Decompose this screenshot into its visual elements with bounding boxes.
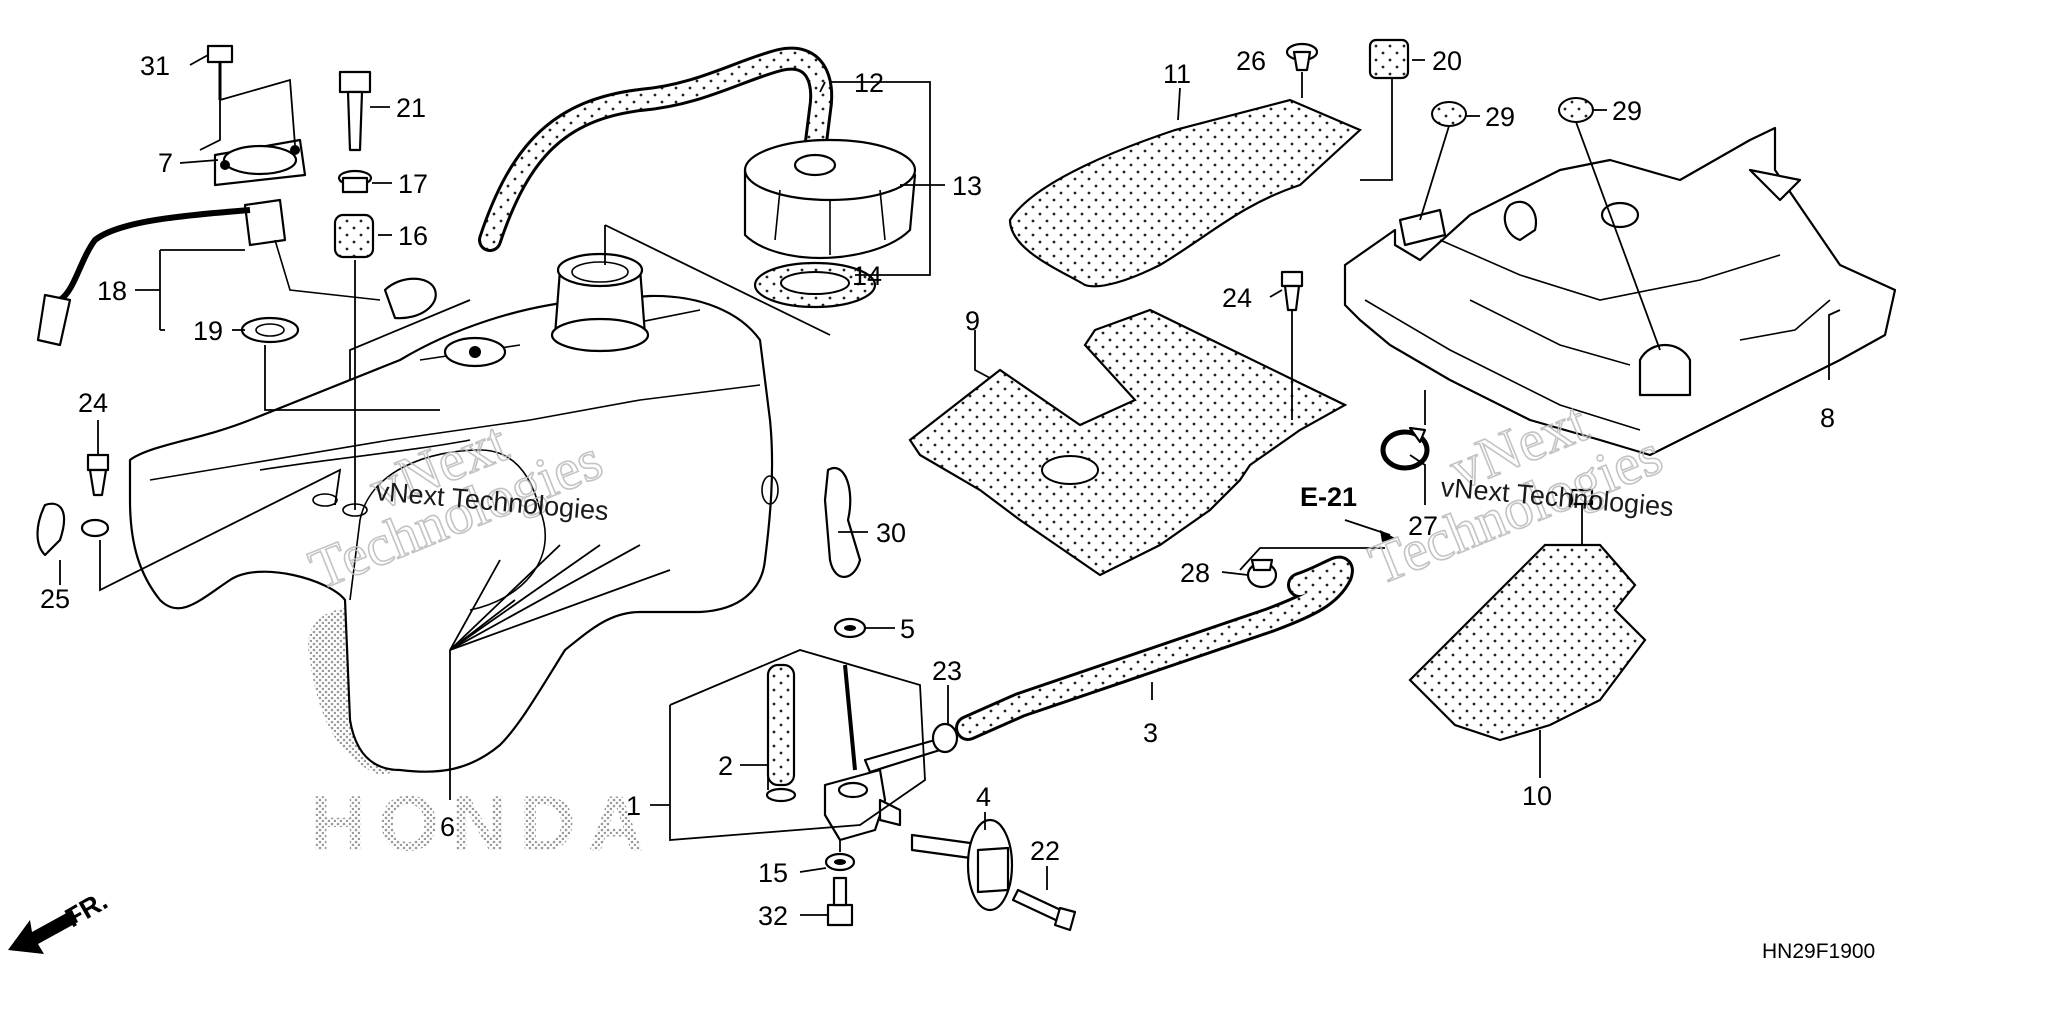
cap-29-right — [1558, 97, 1594, 123]
band-27 — [1380, 426, 1430, 471]
callout-26: 26 — [1236, 46, 1266, 76]
bolt-32 — [826, 876, 854, 927]
callout-31: 31 — [140, 51, 170, 81]
callout-13: 13 — [952, 171, 982, 201]
callout-24-left: 24 — [78, 388, 108, 418]
breather-hose — [478, 46, 834, 252]
callout-23: 23 — [932, 656, 962, 686]
clip-23 — [931, 722, 959, 754]
fuel-gauge-sender — [36, 138, 437, 347]
callout-4: 4 — [976, 782, 991, 812]
callout-25: 25 — [40, 584, 70, 614]
floor-step-8 — [1343, 126, 1897, 457]
callout-9: 9 — [965, 306, 980, 336]
bolt-21 — [338, 70, 372, 152]
callout-30: 30 — [876, 518, 906, 548]
callout-17: 17 — [398, 169, 428, 199]
reference-e21: E-21 — [1300, 482, 1357, 512]
callout-29-right: 29 — [1612, 96, 1642, 126]
washer-15 — [824, 852, 856, 872]
callout-32: 32 — [758, 901, 788, 931]
clip-30 — [823, 467, 862, 578]
callout-28: 28 — [1180, 558, 1210, 588]
callout-5: 5 — [900, 614, 915, 644]
fuel-cap — [743, 138, 917, 260]
callout-18: 18 — [97, 276, 127, 306]
rubber-20 — [1368, 38, 1410, 80]
clip-25 — [36, 502, 110, 557]
bolt-22 — [1011, 888, 1077, 932]
callout-21: 21 — [396, 93, 426, 123]
fuel-valve — [823, 664, 942, 842]
callout-22: 22 — [1030, 836, 1060, 866]
cap-26 — [1285, 42, 1319, 72]
honda-wordmark: HONDA — [310, 779, 656, 867]
cap-29-left — [1431, 101, 1467, 127]
callout-15: 15 — [758, 858, 788, 888]
floor-mat-11 — [1008, 98, 1362, 288]
callout-7: 7 — [158, 148, 173, 178]
callout-14: 14 — [852, 261, 882, 291]
cap-gasket — [753, 261, 877, 309]
fuel-hose — [955, 555, 1354, 741]
callout-labels: 31 7 21 17 16 18 19 24 25 12 13 14 6 30 … — [40, 46, 1835, 931]
callout-29-left: 29 — [1485, 102, 1515, 132]
diagram-code: HN29F1900 — [1762, 940, 1875, 963]
callout-12: 12 — [854, 68, 884, 98]
clip-24-right — [1280, 270, 1304, 312]
bolt-31 — [206, 44, 234, 100]
collar-17 — [337, 169, 373, 194]
clip-28 — [1246, 558, 1278, 589]
callout-1: 1 — [626, 791, 641, 821]
floor-mat-9 — [908, 308, 1348, 577]
callout-16: 16 — [398, 221, 428, 251]
callout-20: 20 — [1432, 46, 1462, 76]
callout-19: 19 — [193, 316, 223, 346]
leader-lines — [59, 54, 1841, 916]
callout-10: 10 — [1522, 781, 1552, 811]
floor-mat-10 — [1408, 543, 1647, 742]
fuel-tank — [128, 252, 779, 773]
washer-5 — [833, 617, 867, 639]
callout-6: 6 — [440, 812, 455, 842]
mounting-rubber — [910, 818, 1014, 912]
front-arrow-icon: FR. — [8, 885, 113, 954]
clip-24-left — [86, 453, 110, 497]
callout-11: 11 — [1163, 59, 1191, 89]
callout-24-right: 24 — [1222, 283, 1252, 313]
callout-27: 27 — [1408, 511, 1438, 541]
clip-mat-10 — [1570, 488, 1594, 506]
callout-3: 3 — [1143, 718, 1158, 748]
callout-2: 2 — [718, 751, 733, 781]
callout-8: 8 — [1820, 403, 1835, 433]
fuel-strainer — [765, 663, 797, 803]
grommet-16 — [333, 213, 375, 259]
